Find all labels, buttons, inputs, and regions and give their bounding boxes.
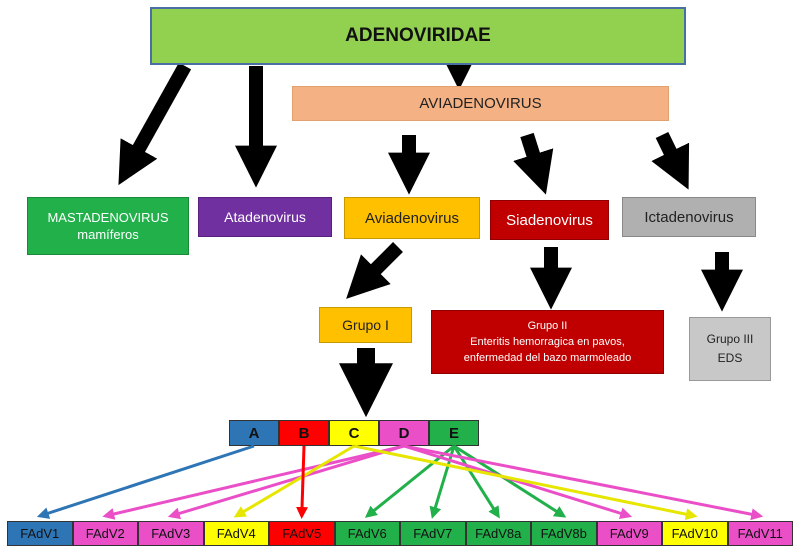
fadv-fadv7: FAdV7 <box>400 521 466 546</box>
species-group-d: D <box>379 420 429 446</box>
grupo2-desc-1: Enteritis hemorragica en pavos, <box>470 336 625 348</box>
ictadenovirus-box: Ictadenovirus <box>622 197 756 237</box>
fadv-fadv11: FAdV11 <box>727 521 793 546</box>
atadenovirus-label: Atadenovirus <box>224 209 306 225</box>
fadv-fadv8b: FAdV8b <box>531 521 597 546</box>
fadv-fadv4: FAdV4 <box>203 521 269 546</box>
arrow-c-to-fadv4 <box>233 444 355 518</box>
fadv-fadv2: FAdV2 <box>72 521 138 546</box>
arrow-b-to-fadv5 <box>296 445 309 519</box>
arrow-to-ictadenovirus <box>651 131 690 190</box>
mastadenovirus-box: MASTADENOVIRUS mamíferos <box>27 197 189 255</box>
species-group-c: C <box>329 420 379 446</box>
grupo3-desc: EDS <box>717 351 743 365</box>
ictadenovirus-label: Ictadenovirus <box>644 208 734 226</box>
grupo2-desc-2: enfermedad del bazo marmoleado <box>463 352 632 364</box>
atadenovirus-box: Atadenovirus <box>198 197 332 237</box>
aviadenovirus-box: Aviadenovirus <box>344 197 480 239</box>
arrow-d-to-fadv11 <box>403 444 764 521</box>
fadv-fadv5: FAdV5 <box>269 521 335 546</box>
family-title-box: ADENOVIRIDAE <box>150 7 686 65</box>
aviadenovirus-label: Aviadenovirus <box>365 209 459 227</box>
fadv-fadv6: FAdV6 <box>334 521 400 546</box>
arrow-d-to-fadv2 <box>102 444 405 520</box>
mastadenovirus-host: mamíferos <box>77 227 139 242</box>
arrow-to-siadenovirus <box>513 132 554 195</box>
fadv-fadv1: FAdV1 <box>7 521 73 546</box>
arrow-e-to-fadv8b <box>453 444 567 518</box>
siadenovirus-box: Siadenovirus <box>490 200 609 240</box>
fadv-fadv8a: FAdV8a <box>465 521 531 546</box>
fadv-fadv3: FAdV3 <box>138 521 204 546</box>
arrow-e-to-fadv7 <box>429 445 456 519</box>
species-group-a: A <box>229 420 279 446</box>
mastadenovirus-label: MASTADENOVIRUS <box>47 210 169 225</box>
grupo1-label: Grupo I <box>342 317 389 333</box>
grupo3-box: Grupo III EDS <box>689 317 771 381</box>
species-group-e: E <box>429 420 479 446</box>
arrow-a-to-fadv1 <box>36 444 255 519</box>
aviadenovirus-top-label: AVIADENOVIRUS <box>419 95 542 112</box>
aviadenovirus-top-box: AVIADENOVIRUS <box>292 86 669 121</box>
grupo2-label: Grupo II <box>527 320 568 332</box>
siadenovirus-label: Siadenovirus <box>506 211 593 229</box>
grupo1-box: Grupo I <box>319 307 412 343</box>
fadv-fadv10: FAdV10 <box>662 521 728 546</box>
family-title: ADENOVIRIDAE <box>345 25 491 46</box>
grupo3-label: Grupo III <box>706 332 754 346</box>
species-group-b: B <box>279 420 329 446</box>
arrow-c-to-fadv10 <box>353 444 698 521</box>
fadv-fadv9: FAdV9 <box>596 521 662 546</box>
arrow-to-grupo1 <box>346 242 403 299</box>
grupo2-box: Grupo II Enteritis hemorragica en pavos,… <box>431 310 664 374</box>
arrow-d-to-fadv3 <box>167 444 405 520</box>
arrow-d-to-fadv9 <box>403 444 633 520</box>
arrow-to-mastadenovirus <box>118 62 192 186</box>
